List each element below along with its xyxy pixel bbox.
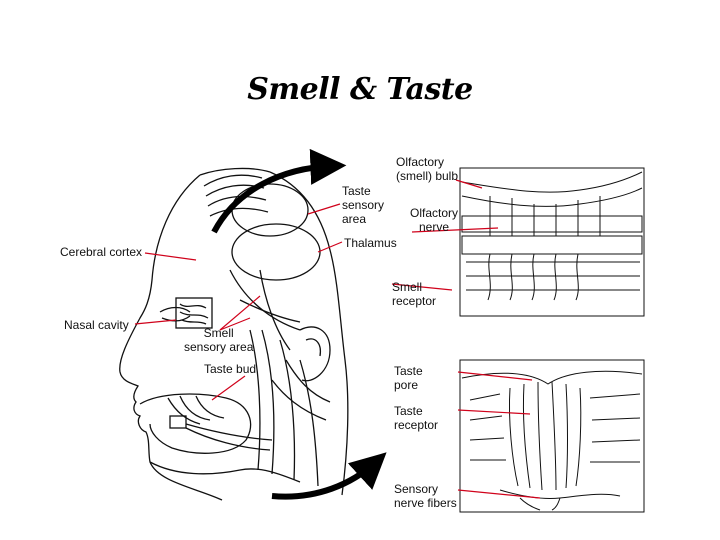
leader-lines xyxy=(134,179,541,499)
taste-bud-inset xyxy=(459,359,645,513)
taste-sensory-area-label: Taste sensory area xyxy=(342,184,385,226)
smell-sensory-area-label: Smell sensory area xyxy=(184,326,254,354)
sensory-nerve-fibers-label: Sensory nerve fibers xyxy=(394,482,457,510)
thalamus-label: Thalamus xyxy=(344,236,397,250)
lower-curved-arrow xyxy=(271,452,387,500)
head-profile xyxy=(119,167,349,501)
taste-receptor-label: Taste receptor xyxy=(394,404,439,432)
nasal-cavity-label: Nasal cavity xyxy=(64,318,129,332)
taste-bud-label: Taste bud xyxy=(204,362,257,376)
smell-receptor-label: Smell receptor xyxy=(392,280,437,308)
olfactory-nerve-label: Olfactory nerve xyxy=(410,206,459,234)
upper-curved-arrow xyxy=(211,148,347,234)
olfactory-bulb-label: Olfactory (smell) bulb xyxy=(396,155,459,183)
cerebral-cortex-label: Cerebral cortex xyxy=(60,245,143,259)
page-title: Smell & Taste xyxy=(247,72,473,107)
olfactory-inset xyxy=(459,167,645,317)
taste-pore-label: Taste pore xyxy=(394,364,423,392)
